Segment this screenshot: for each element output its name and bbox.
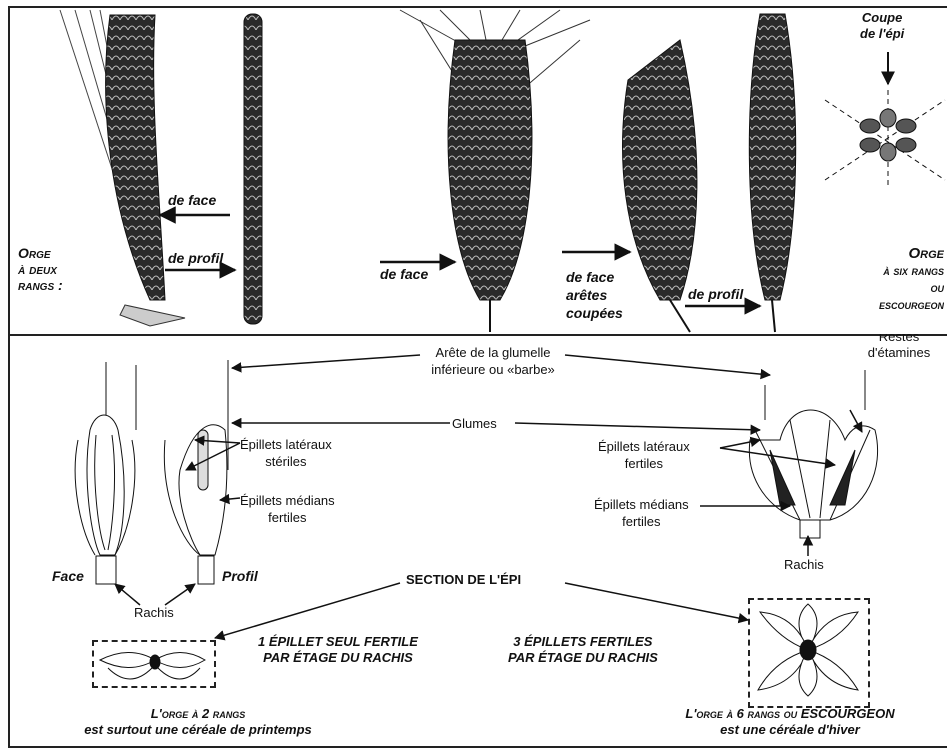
two-row-spikelet-profile xyxy=(136,360,228,584)
ear-cross-section-star xyxy=(825,90,945,188)
six-row-section-box xyxy=(748,598,870,708)
six-row-profile-drawing xyxy=(749,14,795,300)
label-section-epi: SECTION DE L'ÉPI xyxy=(406,572,521,588)
label-trois-epillets-fertiles: 3 ÉPILLETS FERTILES PAR ÉTAGE DU RACHIS xyxy=(508,634,658,666)
label-de-profil-2: de profil xyxy=(688,286,743,302)
label-rachis-left: Rachis xyxy=(134,604,174,621)
label-arete-glumelle: Arête de la glumelle inférieure ou «barb… xyxy=(420,344,566,378)
label-face: Face xyxy=(52,568,84,584)
caption-orge-2-rangs: L'orge à 2 rangs est surtout une céréale… xyxy=(28,706,368,738)
label-rachis-right: Rachis xyxy=(784,556,824,573)
label-coupe-epi: Coupe de l'épi xyxy=(860,10,904,42)
six-row-spikelet-group xyxy=(749,370,877,538)
six-row-ear-body xyxy=(448,40,532,300)
six-row-ear-cut-awns-drawing xyxy=(623,40,697,300)
label-epillets-medians-fertiles-left: Épillets médians fertiles xyxy=(240,492,335,526)
two-row-section-box xyxy=(92,640,216,688)
label-orge-deux-rangs: Orge à deux rangs : xyxy=(18,245,63,293)
label-de-face-1: de face xyxy=(168,192,216,208)
label-orge-six-rangs: Orge à six rangs ou escourgeon xyxy=(828,245,944,313)
label-profil: Profil xyxy=(222,568,258,584)
label-epillets-lateraux-fertiles: Épillets latéraux fertiles xyxy=(598,438,690,472)
label-epillets-medians-fertiles-right: Épillets médians fertiles xyxy=(594,496,689,530)
label-epillets-lateraux-steriles: Épillets latéraux stériles xyxy=(240,436,332,470)
two-row-profile-drawing xyxy=(244,14,262,324)
label-de-face-aretes-coupees: de face arêtes coupées xyxy=(566,268,623,322)
label-restes-etamines: Restes d'étamines xyxy=(852,334,946,361)
two-row-spikelet-face xyxy=(75,362,135,584)
label-un-epillet-seul-fertile: 1 ÉPILLET SEUL FERTILE PAR ÉTAGE DU RACH… xyxy=(258,634,418,666)
caption-orge-6-rangs: L'orge à 6 rangs ou ESCOURGEON est une c… xyxy=(640,706,940,738)
label-de-face-2: de face xyxy=(380,266,428,282)
label-glumes: Glumes xyxy=(452,415,497,432)
two-row-ear-drawing xyxy=(60,10,185,326)
label-de-profil-1: de profil xyxy=(168,250,223,266)
